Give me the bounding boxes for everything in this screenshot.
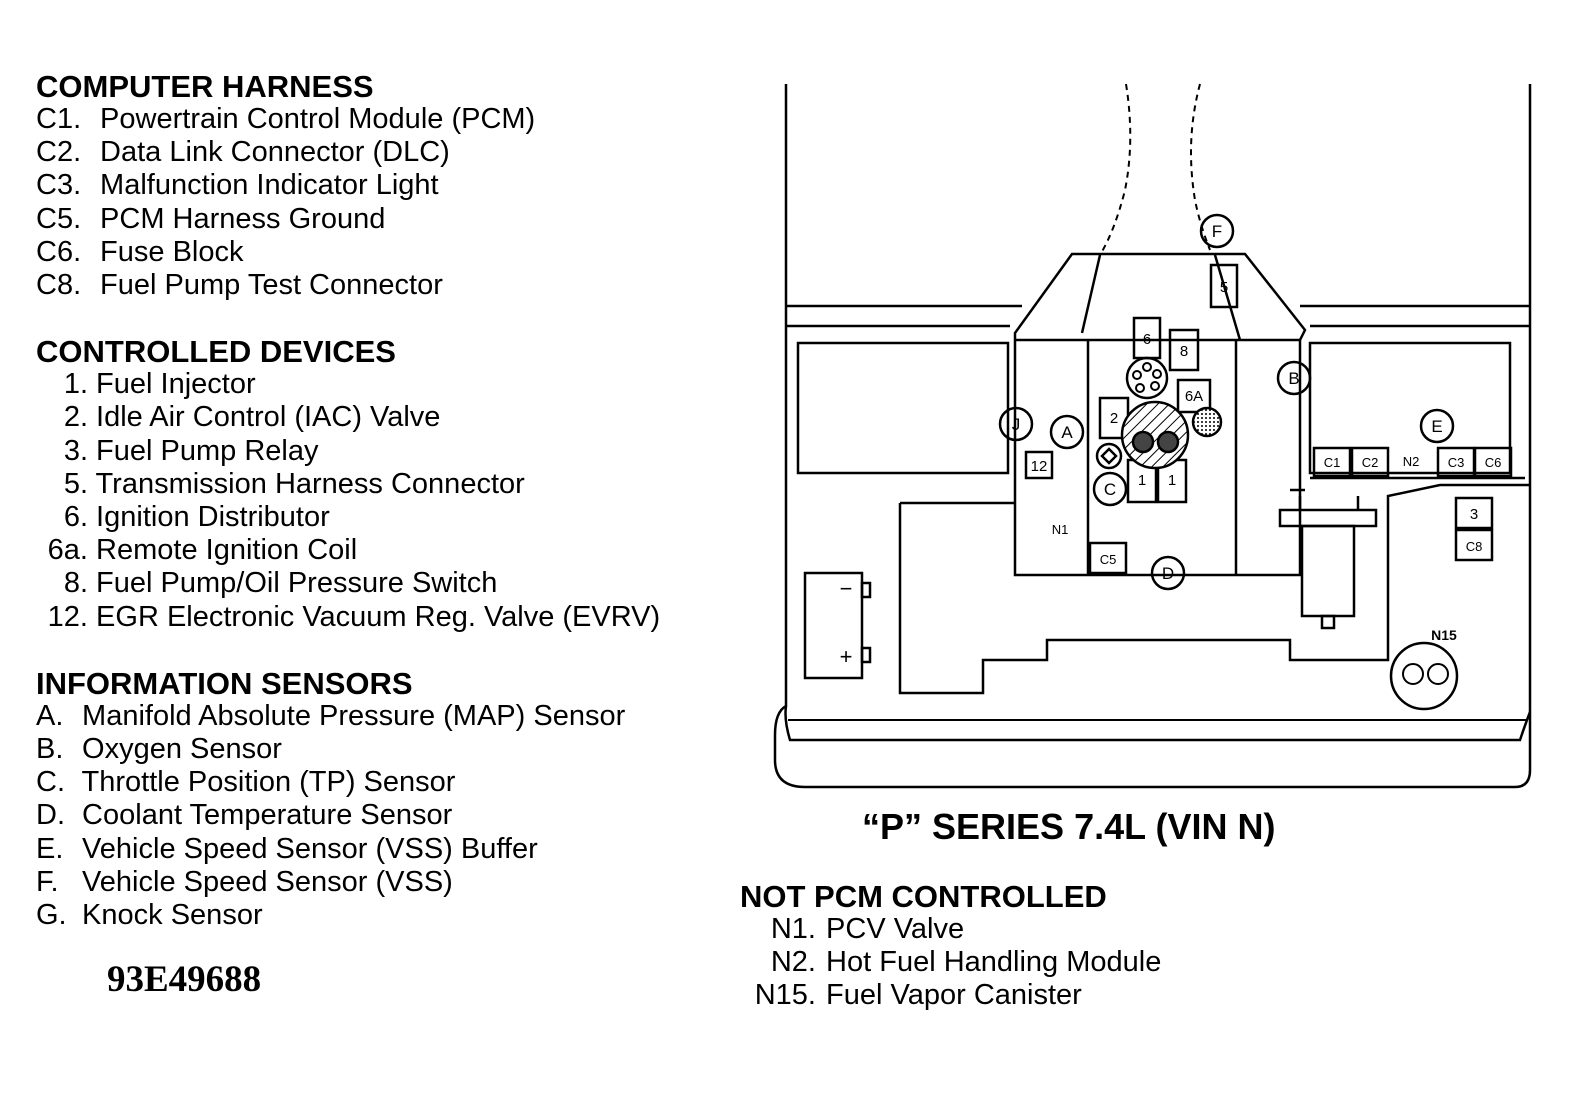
engine-outline	[1013, 252, 1307, 577]
callout-c: C	[1104, 480, 1116, 499]
list-item: C. Throttle Position (TP) Sensor	[36, 766, 456, 799]
list-item: C1. Powertrain Control Module (PCM)	[36, 103, 536, 135]
callout-a: A	[1061, 423, 1073, 442]
list-item: G. Knock Sensor	[36, 899, 263, 932]
list-item: D. Coolant Temperature Sensor	[36, 799, 453, 832]
list-item: 1. Fuel Injector	[63, 368, 256, 401]
callout-d: D	[1162, 564, 1174, 583]
list-item: C5. PCM Harness Ground	[36, 202, 386, 235]
list-item: C8. Fuel Pump Test Connector	[36, 269, 443, 302]
ignition-distributor	[1125, 356, 1169, 400]
controlled-devices-title: CONTROLLED DEVICES	[36, 334, 396, 370]
list-item: N1. PCV Valve	[770, 913, 965, 945]
list-item: 6a. Remote Ignition Coil	[47, 534, 358, 567]
battery	[803, 571, 864, 680]
label-c1: C1	[1324, 455, 1341, 470]
label-1b: 1	[1168, 472, 1176, 489]
list-item: 2. Idle Air Control (IAC) Valve	[63, 401, 441, 434]
list-item: 3. Fuel Pump Relay	[63, 434, 319, 467]
battery-minus: −	[840, 576, 853, 601]
not-pcm-controlled-title: NOT PCM CONTROLLED	[740, 879, 1107, 914]
label-c5: C5	[1100, 552, 1117, 567]
list-item: C6. Fuse Block	[36, 235, 244, 268]
list-item: B. Oxygen Sensor	[36, 733, 282, 766]
label-12: 12	[1031, 458, 1048, 475]
list-item: C2. Data Link Connector (DLC)	[36, 136, 450, 169]
label-2: 2	[1110, 410, 1118, 427]
label-c8: C8	[1466, 539, 1483, 554]
fuel-vapor-canister	[1389, 641, 1459, 711]
bumper	[784, 705, 1532, 742]
list-item: C3. Malfunction Indicator Light	[36, 169, 439, 202]
label-c2: C2	[1362, 455, 1379, 470]
label-8: 8	[1180, 343, 1188, 360]
label-n1: N1	[1052, 522, 1069, 537]
information-sensors-list: A. Manifold Absolute Pressure (MAP) Sens…	[36, 700, 736, 932]
label-5: 5	[1220, 279, 1228, 296]
information-sensors-title: INFORMATION SENSORS	[36, 665, 413, 701]
list-item: 12. EGR Electronic Vacuum Reg. Valve (EV…	[47, 600, 661, 633]
label-n15: N15	[1431, 627, 1457, 643]
list-item: A. Manifold Absolute Pressure (MAP) Sens…	[36, 699, 626, 732]
callout-e: E	[1431, 417, 1442, 436]
battery-plus: +	[840, 644, 853, 669]
callout-f: F	[1212, 222, 1222, 241]
callout-j: J	[1012, 415, 1021, 434]
legend: COMPUTER HARNESS C1. Powertrain Control …	[36, 70, 736, 932]
label-c6: C6	[1485, 455, 1502, 470]
list-item: 8. Fuel Pump/Oil Pressure Switch	[63, 567, 498, 600]
not-pcm-controlled: NOT PCM CONTROLLED N1. PCV Valve N2. Hot…	[740, 880, 1161, 1013]
throttle-body	[1120, 400, 1190, 470]
reference-code: 93E49688	[107, 959, 262, 1000]
list-item: 6. Ignition Distributor	[63, 501, 330, 534]
label-n2: N2	[1403, 454, 1420, 469]
diagram-caption: “P” SERIES 7.4L (VIN N)	[862, 806, 1276, 847]
controlled-devices-list: 1. Fuel Injector 2. Idle Air Control (IA…	[36, 368, 736, 634]
computer-harness-title: COMPUTER HARNESS	[36, 69, 374, 104]
list-item: N15. Fuel Vapor Canister	[754, 979, 1082, 1012]
computer-harness-list: C1. Powertrain Control Module (PCM) C2. …	[36, 103, 736, 302]
label-c3: C3	[1448, 455, 1465, 470]
frame-outline	[773, 84, 1532, 789]
label-6a: 6A	[1185, 388, 1203, 405]
list-item: 5. Transmission Harness Connector	[63, 467, 525, 500]
callout-b: B	[1288, 369, 1299, 388]
label-3: 3	[1470, 506, 1478, 523]
list-item: N2. Hot Fuel Handling Module	[770, 946, 1162, 979]
list-item: E. Vehicle Speed Sensor (VSS) Buffer	[36, 832, 538, 865]
label-6: 6	[1143, 331, 1151, 348]
label-1a: 1	[1138, 472, 1146, 489]
list-item: F. Vehicle Speed Sensor (VSS)	[36, 865, 453, 898]
